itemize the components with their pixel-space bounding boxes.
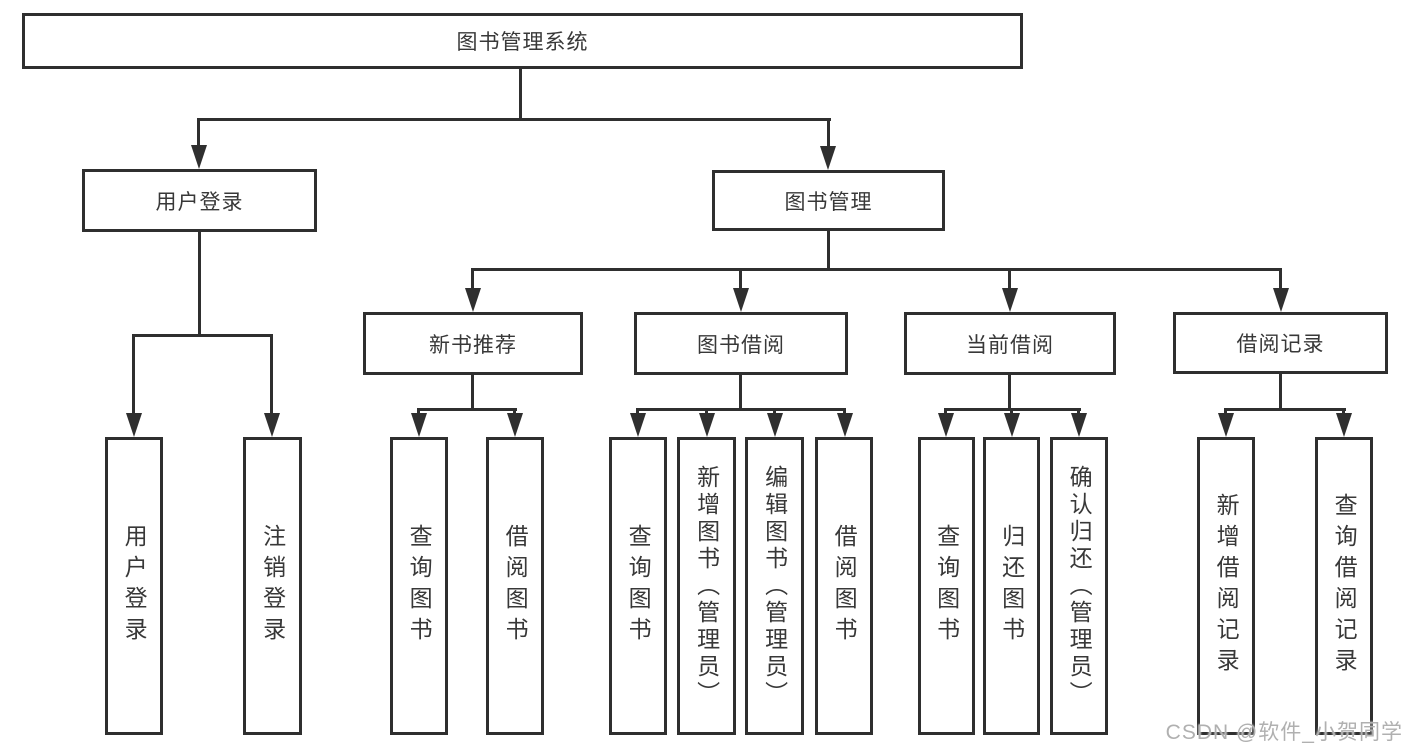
- connector-drop: [471, 268, 474, 292]
- connector-rec-stem: [471, 375, 474, 411]
- leaf-query-borrow-record-label: 查询借阅记录: [1331, 493, 1358, 679]
- leaf-query-books-borrow: 查询图书: [609, 437, 667, 735]
- arrow-to-leaf: [1071, 413, 1087, 437]
- arrow-to-leaf: [1336, 413, 1352, 437]
- node-book-management-label: 图书管理: [784, 190, 873, 214]
- connector-login-leaves: [132, 334, 273, 337]
- connector-drop: [1010, 408, 1013, 416]
- leaf-query-books-rec-label: 查询图书: [406, 524, 433, 648]
- arrow-to-leaf: [264, 413, 280, 437]
- connector-drop: [705, 408, 708, 416]
- connector-drop: [636, 408, 639, 416]
- arrow-to-leaf: [1004, 413, 1020, 437]
- leaf-add-books-admin: 新增图书（管理员）: [677, 437, 736, 735]
- node-new-book-recommend-label: 新书推荐: [429, 333, 517, 357]
- connector-drop: [944, 408, 947, 416]
- leaf-user-login: 用户登录: [105, 437, 163, 735]
- arrow-to-leaf: [1218, 413, 1234, 437]
- arrow-to-leaf: [411, 413, 427, 437]
- arrow-to-leaf: [507, 413, 523, 437]
- leaf-user-login-label: 用户登录: [121, 524, 148, 648]
- node-borrow-records: 借阅记录: [1173, 312, 1388, 374]
- connector-drop: [1008, 268, 1011, 292]
- connector-level3: [471, 268, 1282, 271]
- connector-current-stem: [1008, 375, 1011, 411]
- connector-login-stem: [198, 232, 201, 337]
- arrow-to-leaf: [126, 413, 142, 437]
- arrow-to-leaf: [938, 413, 954, 437]
- connector-root-stem: [519, 69, 522, 121]
- node-user-login-label: 用户登录: [155, 190, 244, 214]
- leaf-edit-books-admin: 编辑图书（管理员）: [745, 437, 804, 735]
- node-book-borrow: 图书借阅: [634, 312, 848, 375]
- leaf-query-books-rec: 查询图书: [390, 437, 448, 735]
- connector-drop: [773, 408, 776, 416]
- arrow-to-leaf: [837, 413, 853, 437]
- connector-drop: [513, 408, 516, 416]
- leaf-add-books-admin-label: 新增图书（管理员）: [693, 464, 720, 708]
- connector-drop: [843, 408, 846, 416]
- node-borrow-records-label: 借阅记录: [1236, 333, 1325, 356]
- arrow-to-leaf: [699, 413, 715, 437]
- connector-drop: [197, 118, 200, 148]
- connector-mgmt-stem: [827, 231, 830, 271]
- watermark: CSDN @软件_小贺同学: [1165, 721, 1403, 744]
- node-current-borrow-label: 当前借阅: [966, 333, 1054, 357]
- arrow-to-borrow-records: [1273, 288, 1289, 312]
- connector-drop: [1279, 268, 1282, 292]
- connector-rec-leaves: [417, 408, 517, 411]
- leaf-confirm-return-admin-label: 确认归还（管理员）: [1066, 464, 1093, 708]
- leaf-borrow-books-rec: 借阅图书: [486, 437, 544, 735]
- node-user-login: 用户登录: [82, 169, 317, 232]
- connector-borrow-leaves: [636, 408, 846, 411]
- leaf-query-books-current: 查询图书: [918, 437, 975, 735]
- connector-borrow-stem: [739, 375, 742, 411]
- leaf-return-books-label: 归还图书: [998, 524, 1025, 648]
- node-book-borrow-label: 图书借阅: [697, 333, 785, 357]
- connector-drop: [739, 268, 742, 292]
- leaf-add-borrow-record-label: 新增借阅记录: [1213, 493, 1240, 679]
- connector-drop: [417, 408, 420, 416]
- connector-records-stem: [1279, 374, 1282, 411]
- leaf-query-books-current-label: 查询图书: [933, 524, 960, 648]
- leaf-borrow-books: 借阅图书: [815, 437, 873, 735]
- leaf-query-books-borrow-label: 查询图书: [625, 524, 652, 648]
- leaf-edit-books-admin-label: 编辑图书（管理员）: [761, 464, 788, 708]
- arrow-to-user-login: [191, 145, 207, 169]
- connector-level2: [197, 118, 831, 121]
- arrow-to-leaf: [767, 413, 783, 437]
- connector-records-leaves: [1224, 408, 1346, 411]
- arrow-to-current-borrow: [1002, 288, 1018, 312]
- node-new-book-recommend: 新书推荐: [363, 312, 583, 375]
- leaf-borrow-books-rec-label: 借阅图书: [502, 524, 529, 648]
- leaf-query-borrow-record: 查询借阅记录: [1315, 437, 1373, 735]
- connector-drop: [1342, 408, 1345, 416]
- connector-drop: [270, 334, 273, 416]
- leaf-borrow-books-label: 借阅图书: [831, 524, 858, 648]
- arrow-to-book-management: [820, 146, 836, 170]
- arrow-to-book-borrow: [733, 288, 749, 312]
- leaf-confirm-return-admin: 确认归还（管理员）: [1050, 437, 1108, 735]
- connector-drop: [827, 118, 830, 149]
- node-root: 图书管理系统: [22, 13, 1023, 69]
- leaf-return-books: 归还图书: [983, 437, 1040, 735]
- arrow-to-new-book-recommend: [465, 288, 481, 312]
- connector-drop: [132, 334, 135, 416]
- connector-drop: [1077, 408, 1080, 416]
- connector-drop: [1224, 408, 1227, 416]
- leaf-add-borrow-record: 新增借阅记录: [1197, 437, 1255, 735]
- node-root-label: 图书管理系统: [456, 31, 589, 54]
- node-current-borrow: 当前借阅: [904, 312, 1116, 375]
- leaf-logout-label: 注销登录: [259, 524, 286, 648]
- arrow-to-leaf: [630, 413, 646, 437]
- node-book-management: 图书管理: [712, 170, 945, 231]
- leaf-logout: 注销登录: [243, 437, 302, 735]
